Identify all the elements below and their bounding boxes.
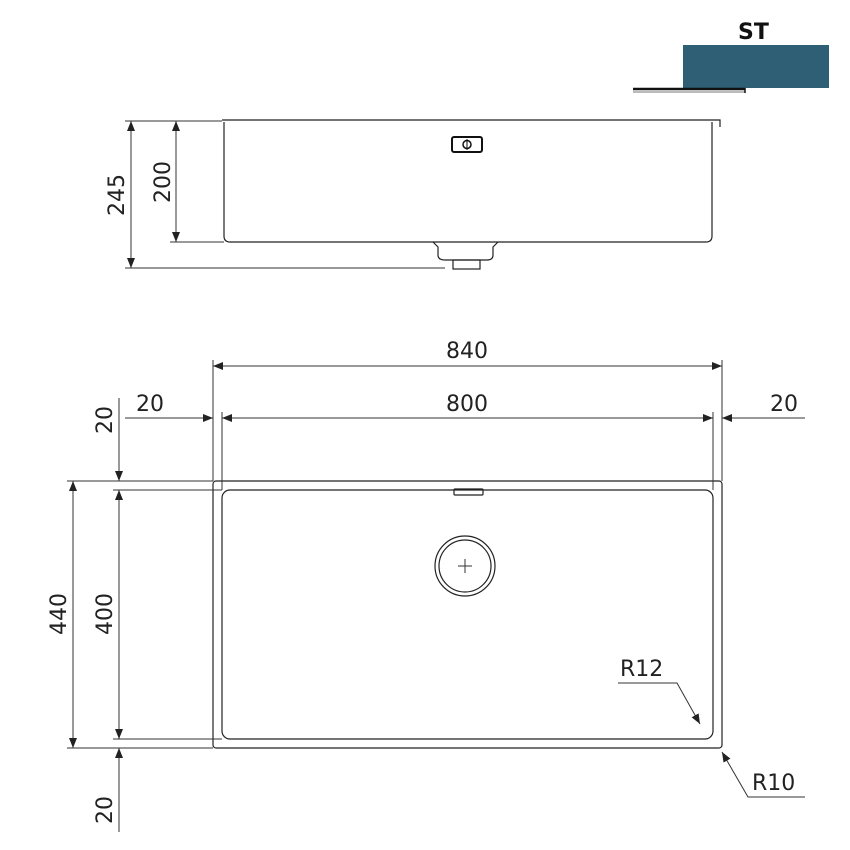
r10-label: R10	[752, 771, 795, 796]
drain-outer	[434, 535, 496, 597]
dim-840-label: 840	[446, 339, 488, 364]
dim-245-label: 245	[105, 174, 130, 216]
countertop-block	[683, 45, 829, 88]
r12-leader	[618, 682, 701, 725]
side-bowl	[223, 122, 713, 243]
side-rim	[222, 119, 721, 127]
r12-label: R12	[620, 657, 663, 682]
drain-center-icon	[458, 559, 472, 573]
dim-400-label: 400	[93, 593, 118, 635]
dim-bottom-20-label: 20	[93, 796, 118, 824]
dim-800-label: 800	[446, 392, 488, 417]
st-badge: ST	[633, 20, 829, 93]
drain-outlet	[452, 259, 481, 270]
r10-leader	[721, 751, 805, 798]
side-view: 245 200	[105, 119, 721, 270]
overflow-slot	[453, 488, 484, 496]
dim-200-label: 200	[151, 161, 176, 203]
st-label: ST	[738, 20, 769, 45]
dim-right-20-label: 20	[770, 392, 798, 417]
sink-outer-rim	[212, 480, 723, 749]
dim-top-20-label: 20	[93, 406, 118, 434]
drain-body	[432, 241, 499, 261]
top-view: 840 800 20 20 440 400 20 20 R12 R10	[47, 339, 805, 832]
dim-440-label: 440	[47, 593, 72, 635]
dim-left-20-label: 20	[136, 392, 164, 417]
drain-inner	[438, 539, 492, 593]
overflow-icon	[451, 136, 483, 153]
sink-bowl	[221, 489, 714, 740]
